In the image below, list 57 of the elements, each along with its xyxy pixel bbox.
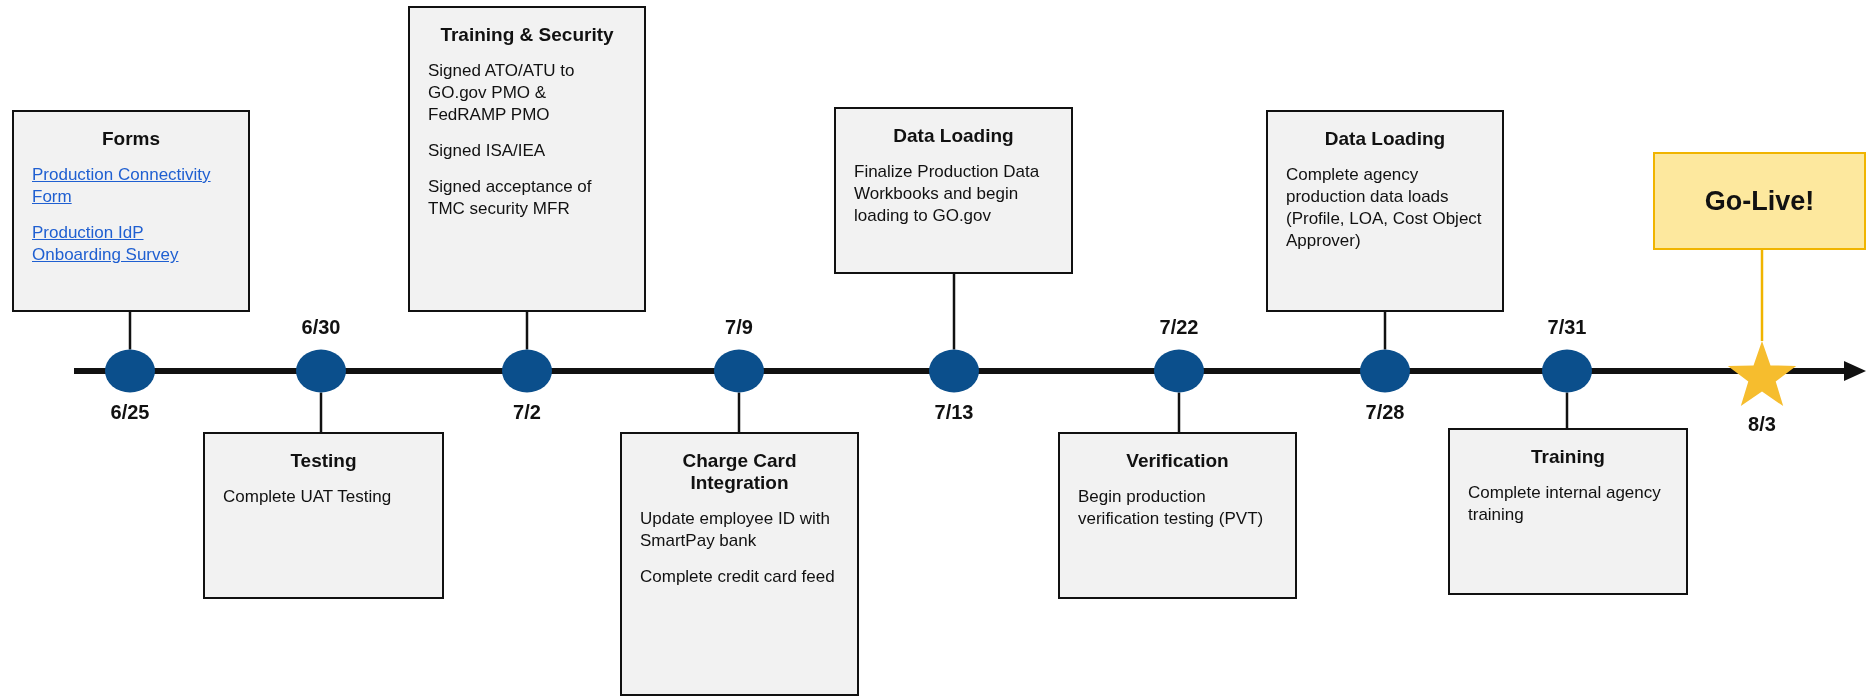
connector-line [319,392,323,432]
connector-line [1177,392,1181,432]
task-text: Signed ISA/IEA [428,140,547,163]
date-label: 7/28 [1364,400,1406,424]
form-link: Production IdP Onboarding Survey [32,222,180,267]
connector-line [128,312,132,350]
phase-box [834,107,1073,274]
timeline-dot [502,349,552,393]
timeline-dot [105,349,155,393]
connector-line [1760,250,1764,341]
date-label: 8/3 [1747,413,1777,436]
phase-box [1266,110,1504,312]
date-label: 7/9 [724,315,754,339]
connector-line [737,392,741,432]
star-marker [1727,341,1797,407]
connector-line [952,274,956,350]
phase-title: Data Loading [892,125,1015,147]
date-label: 6/25 [109,400,151,424]
phase-box [203,432,444,599]
timeline-dot [714,349,764,393]
date-label: 7/13 [933,400,975,424]
milestone-box [1653,152,1866,250]
task-text: Complete credit card feed [640,566,836,589]
phase-box [620,432,859,696]
timeline-dot [1360,349,1410,393]
task-text: Update employee ID with SmartPay bank [640,508,831,553]
phase-title: Data Loading [1323,128,1447,150]
milestone-title: Go-Live! [1704,185,1815,217]
phase-title: Charge Card Integration [681,450,798,494]
phase-title: Training & Security [439,24,615,46]
date-label: 7/22 [1158,315,1200,339]
timeline-dot [929,349,979,393]
task-text: Complete internal agency training [1468,482,1662,527]
phase-title: Forms [100,128,162,150]
date-label: 7/2 [512,400,542,424]
connector-line [1565,392,1569,428]
task-text: Complete agency production data loads (Profile, LOA, Cost Object Approver) [1286,164,1483,253]
task-text: Finalize Production Data Workbooks and begin loading to GO.gov [854,161,1041,228]
phase-box [1448,428,1688,595]
task-text: Signed acceptance of TMC security MFR [428,176,593,221]
connector-line [1383,312,1387,350]
task-text: Begin production verification testing (PVT) [1078,486,1265,531]
task-text: Signed ATO/ATU to GO.gov PMO & FedRAMP PMO [428,60,576,127]
phase-title: Training [1530,446,1606,468]
phase-title: Verification [1125,450,1230,472]
timeline-dot [296,349,346,393]
timeline-dot [1542,349,1592,393]
connector-line [525,312,529,350]
date-label: 7/31 [1546,315,1588,339]
phase-box [408,6,646,312]
timeline-dot [1154,349,1204,393]
phase-box [12,110,250,312]
date-label: 6/30 [300,315,342,339]
form-link: Production Connectivity Form [32,164,212,209]
phase-box [1058,432,1297,599]
phase-title: Testing [289,450,358,472]
task-text: Complete UAT Testing [223,486,393,508]
